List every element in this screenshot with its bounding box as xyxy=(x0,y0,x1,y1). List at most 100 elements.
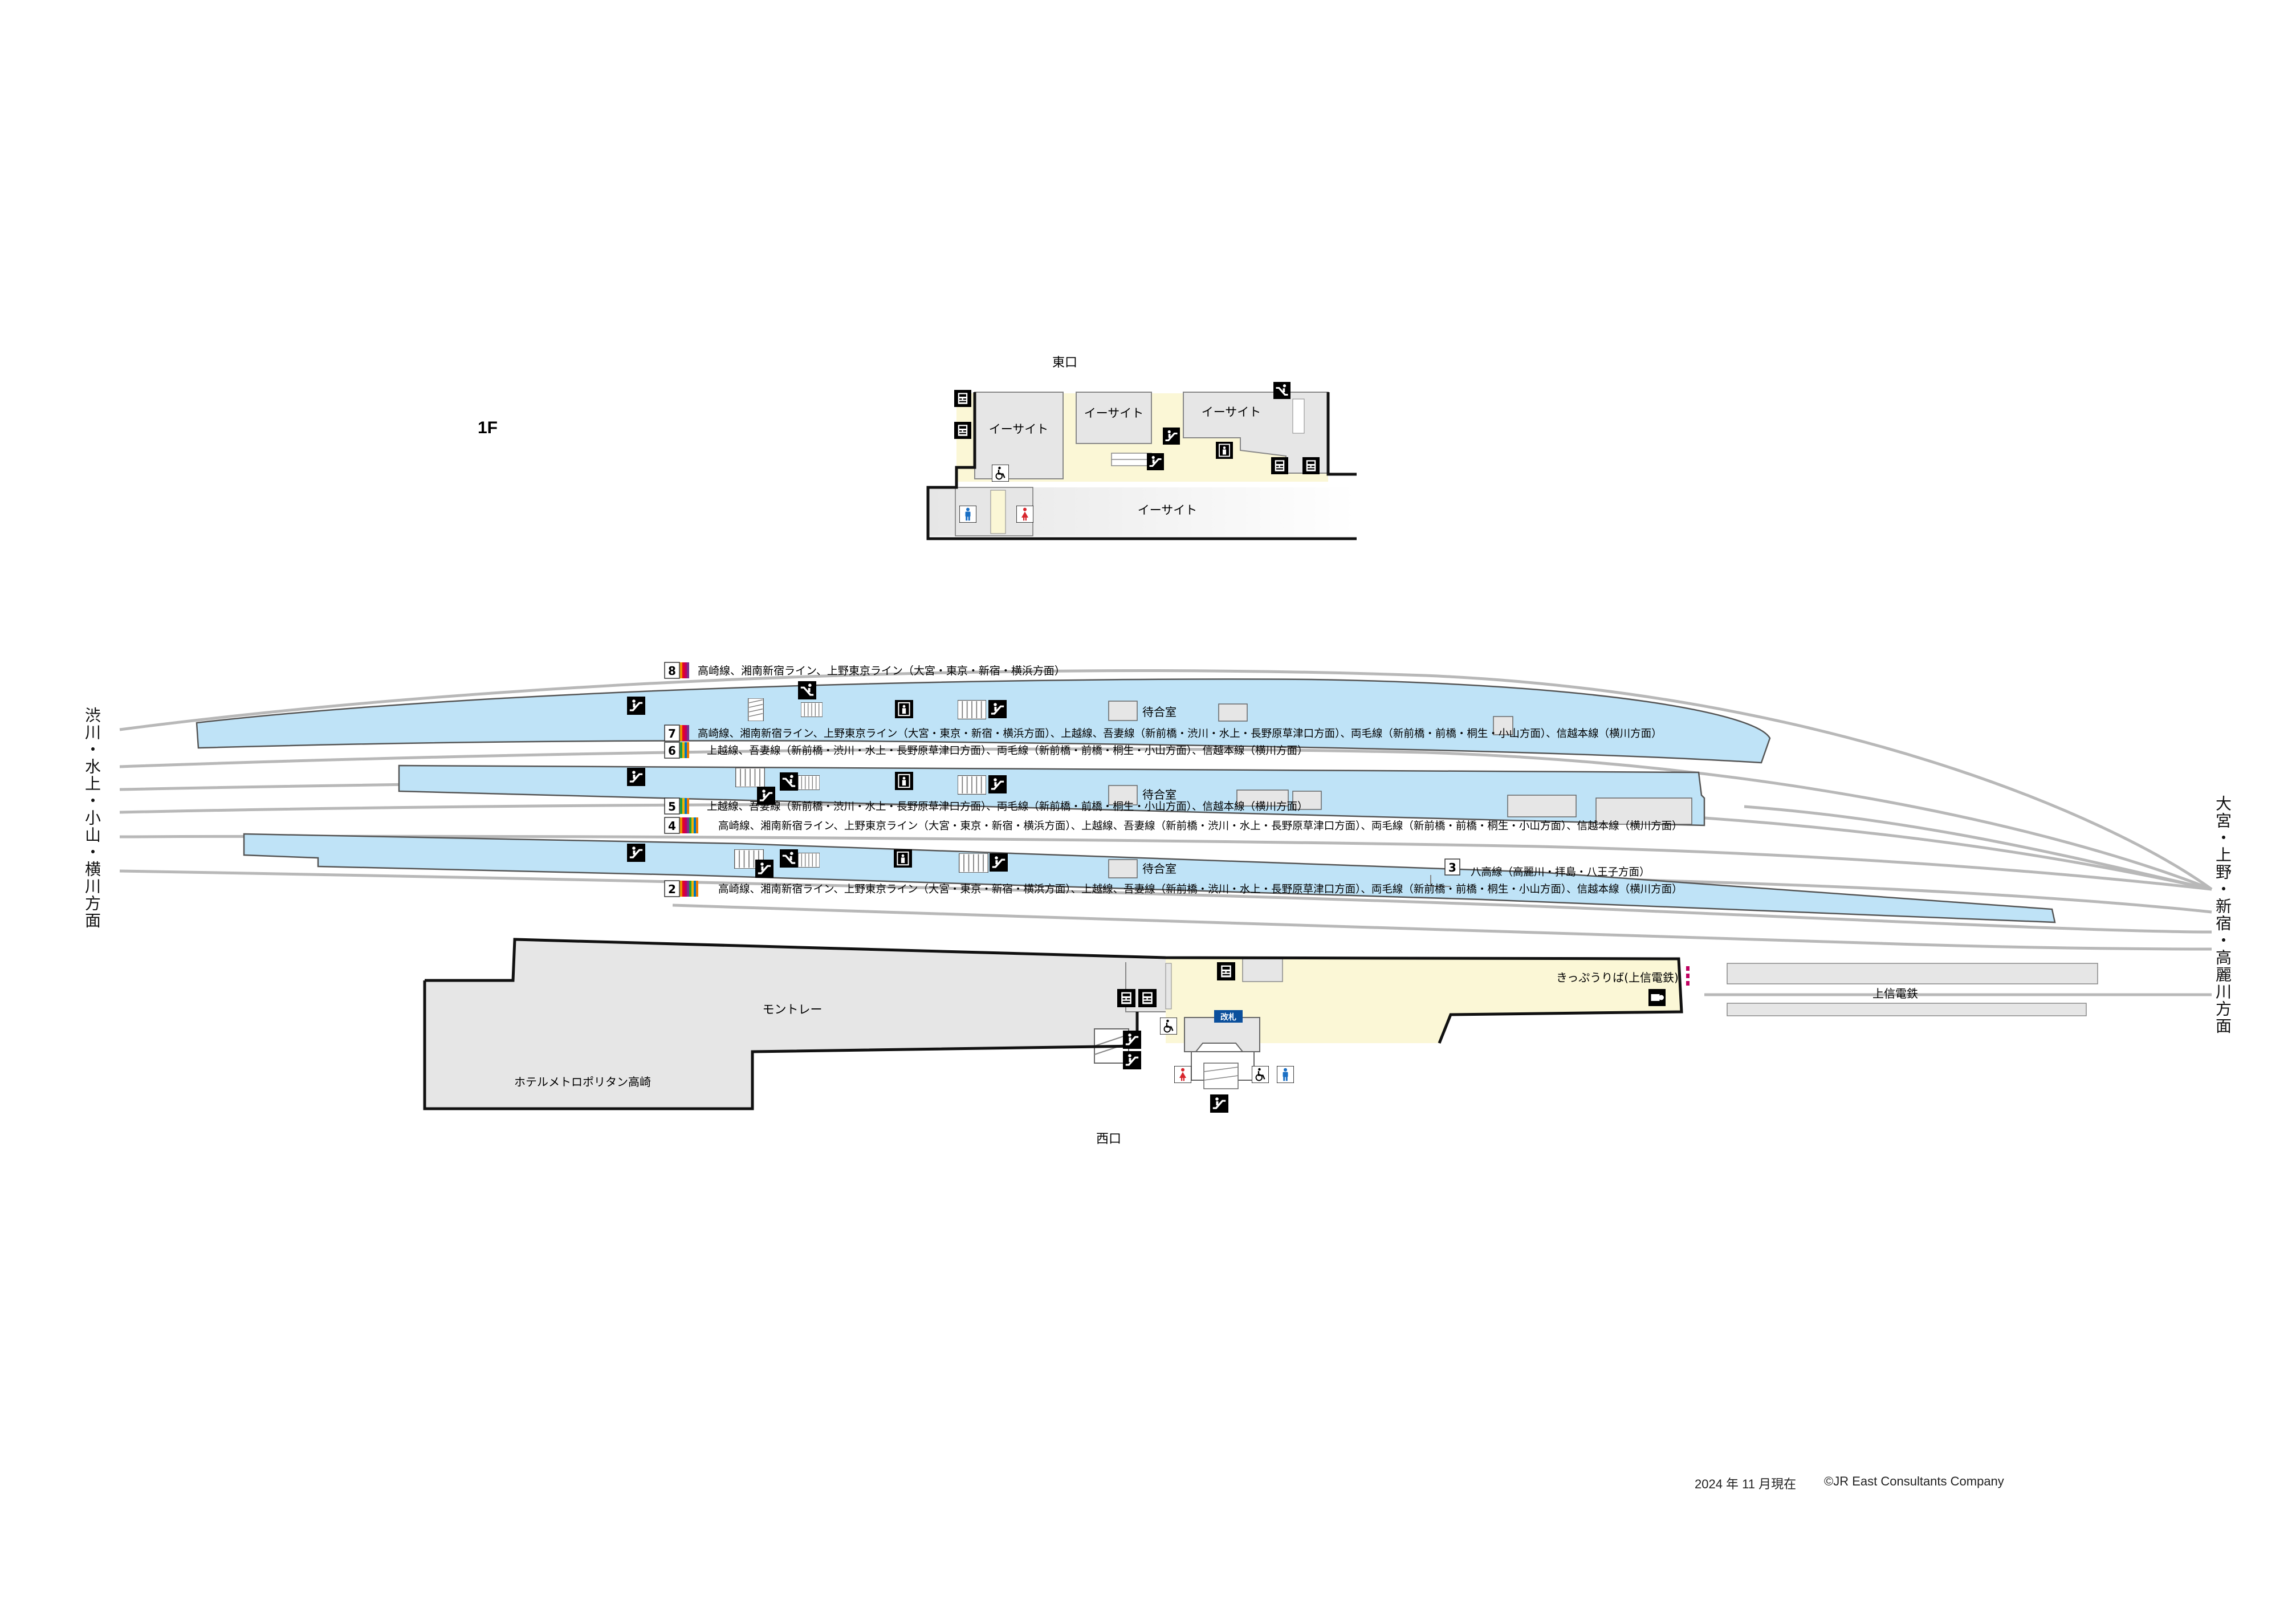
stairs-icon xyxy=(801,702,823,717)
east-stairs-small xyxy=(1292,398,1305,434)
escalator-icon xyxy=(755,860,774,878)
platform-2-3-4 xyxy=(243,833,2056,923)
toilet-men-icon xyxy=(1277,1066,1294,1083)
track-destination: 八高線（高麗川・拝島・八王子方面） xyxy=(1471,866,1650,878)
stairs-icon xyxy=(959,853,988,873)
elevator-icon xyxy=(895,700,913,718)
stairs-icon xyxy=(958,700,986,719)
joshin-platform-top xyxy=(1727,963,2098,984)
footer-date: 2024 年 11 月現在 xyxy=(1695,1477,1797,1491)
platform-5-6 xyxy=(398,764,1705,827)
track-number: 4 xyxy=(668,819,676,833)
track-8-label: 8 高崎線、湘南新宿ライン、上野東京ライン（大宮・東京・新宿・横浜方面） xyxy=(664,662,1065,679)
toilet-women-icon xyxy=(1174,1066,1191,1083)
escalator-icon xyxy=(988,775,1007,793)
koban-label: 改札 xyxy=(1220,1012,1236,1022)
stairs-icon xyxy=(798,775,820,790)
ticket-machine-icon xyxy=(1138,989,1157,1007)
track-4-label: 4 高崎線、湘南新宿ライン、上野東京ライン（大宮・東京・新宿・横浜方面）、上越線… xyxy=(664,817,1683,834)
track-3-label: 3 八高線（高麗川・拝島・八王子方面） xyxy=(1444,858,1650,878)
montrez-label: モントレー xyxy=(763,1003,823,1016)
direction-right: 大宮・上野・新宿・高麗川方面 xyxy=(2213,795,2232,1035)
waiting-room-2-box xyxy=(1108,785,1138,805)
track-2-label: 2 高崎線、湘南新宿ライン、上野東京ライン（大宮・東京・新宿・横浜方面）、上越線… xyxy=(664,880,1683,897)
platforms: 待合室 待合室 待合室 xyxy=(196,678,2056,923)
stairs-icon xyxy=(735,768,765,787)
track-destination: 上越線、吾妻線（新前橋・渋川・水上・長野原草津口方面）、両毛線（新前橋・前橋・桐… xyxy=(707,745,1308,757)
escalator-icon xyxy=(1273,382,1291,399)
elevator-icon xyxy=(1216,442,1233,459)
stairs-icon xyxy=(958,775,986,795)
escalator-icon xyxy=(627,844,645,862)
track-5-label: 5 上越線、吾妻線（新前橋・渋川・水上・長野原草津口方面）、両毛線（新前橋・前橋… xyxy=(664,797,1308,815)
track-destination: 高崎線、湘南新宿ライン、上野東京ライン（大宮・東京・新宿・横浜方面）、上越線、吾… xyxy=(718,884,1683,896)
hotel-label: ホテルメトロポリタン高崎 xyxy=(514,1075,651,1089)
ticket-machine-icon xyxy=(1271,457,1288,474)
escalator-icon xyxy=(780,772,798,791)
escalator-icon xyxy=(627,768,645,786)
track-6-label: 6 上越線、吾妻線（新前橋・渋川・水上・長野原草津口方面）、両毛線（新前橋・前橋… xyxy=(664,742,1308,759)
floor-label: 1F xyxy=(478,418,498,437)
west-wall-top xyxy=(425,938,1683,1044)
escalator-icon xyxy=(1210,1094,1228,1113)
west-exit-stairs xyxy=(1203,1063,1239,1089)
wheelchair-icon xyxy=(992,465,1009,482)
track-number: 3 xyxy=(1448,861,1456,874)
joshin-label: 上信電鉄 xyxy=(1872,987,1918,1000)
east-toilet-corridor xyxy=(990,490,1006,534)
ticket-machine-icon xyxy=(954,390,971,407)
track-destination: 上越線、吾妻線（新前橋・渋川・水上・長野原草津口方面）、両毛線（新前橋・前橋・桐… xyxy=(707,801,1308,813)
stairs-icon xyxy=(747,698,764,721)
escalator-icon xyxy=(1123,1051,1141,1069)
stairs-icon xyxy=(798,853,820,868)
ticket-machine-icon xyxy=(954,422,971,439)
wheelchair-icon xyxy=(1160,1017,1177,1035)
ticket-machine-icon xyxy=(1117,989,1135,1007)
shop-esite-1-label: イーサイト xyxy=(989,422,1049,436)
escalator-icon xyxy=(988,700,1007,718)
shop-esite-1 xyxy=(974,392,1064,479)
west-exit-label: 西口 xyxy=(1096,1132,1121,1146)
direction-left: 渋川・水上・小山・横川方面 xyxy=(83,707,101,929)
waiting-room-1-box xyxy=(1108,701,1138,721)
escalator-icon xyxy=(1163,428,1180,445)
elevator-icon xyxy=(895,772,913,790)
track-destination: 高崎線、湘南新宿ライン、上野東京ライン（大宮・東京・新宿・横浜方面）、上越線、吾… xyxy=(718,820,1683,832)
escalator-icon xyxy=(780,849,798,868)
footer-copyright: ©JR East Consultants Company xyxy=(1824,1474,2004,1488)
escalator-icon xyxy=(1147,453,1164,470)
east-wall-outer xyxy=(926,392,1357,540)
escalator-icon xyxy=(798,681,816,699)
platform-7-8 xyxy=(196,678,1771,764)
track-number: 5 xyxy=(668,800,676,813)
west-concourse xyxy=(1166,959,1682,1043)
shop-esite-4-label: イーサイト xyxy=(1138,503,1198,517)
joshin-platform-bottom xyxy=(1727,1003,2087,1016)
toilet-women-icon xyxy=(1016,506,1033,523)
shop-esite-2 xyxy=(1076,392,1152,444)
toilet-men-icon xyxy=(959,506,976,523)
track-7-label: 7 高崎線、湘南新宿ライン、上野東京ライン（大宮・東京・新宿・横浜方面）、上越線… xyxy=(664,725,1662,742)
west-building: 改札 上信電鉄 きっぷうりば(上信電鉄) モントレー ホテルメトロポリタン高崎 … xyxy=(423,938,2098,1146)
kippu-label: きっぷうりば(上信電鉄) xyxy=(1556,971,1679,984)
ticket-machine-icon xyxy=(1217,962,1235,980)
track-destination: 高崎線、湘南新宿ライン、上野東京ライン（大宮・東京・新宿・横浜方面）、上越線、吾… xyxy=(698,728,1662,740)
elevator-icon xyxy=(894,849,912,868)
track-number: 7 xyxy=(668,727,676,740)
track-number: 8 xyxy=(668,664,676,678)
waiting-room-1-label: 待合室 xyxy=(1142,705,1177,719)
shop-esite-2-label: イーサイト xyxy=(1084,406,1144,420)
koban-badge xyxy=(1214,1010,1243,1023)
east-building: 東口 イーサイト イーサイト イーサイト イーサイト xyxy=(926,356,1357,540)
waiting-room-3-label: 待合室 xyxy=(1142,862,1177,876)
wheelchair-icon xyxy=(1252,1066,1269,1083)
escalator-icon xyxy=(990,853,1008,872)
shop-esite-3-label: イーサイト xyxy=(1202,405,1261,419)
track-destination: 高崎線、湘南新宿ライン、上野東京ライン（大宮・東京・新宿・横浜方面） xyxy=(698,665,1065,677)
track-number: 6 xyxy=(668,744,676,758)
shop-esite-4 xyxy=(928,487,1357,536)
east-wall-right xyxy=(1326,392,1357,476)
waiting-room-3-box xyxy=(1108,859,1138,878)
east-exit-label: 東口 xyxy=(1052,356,1077,370)
